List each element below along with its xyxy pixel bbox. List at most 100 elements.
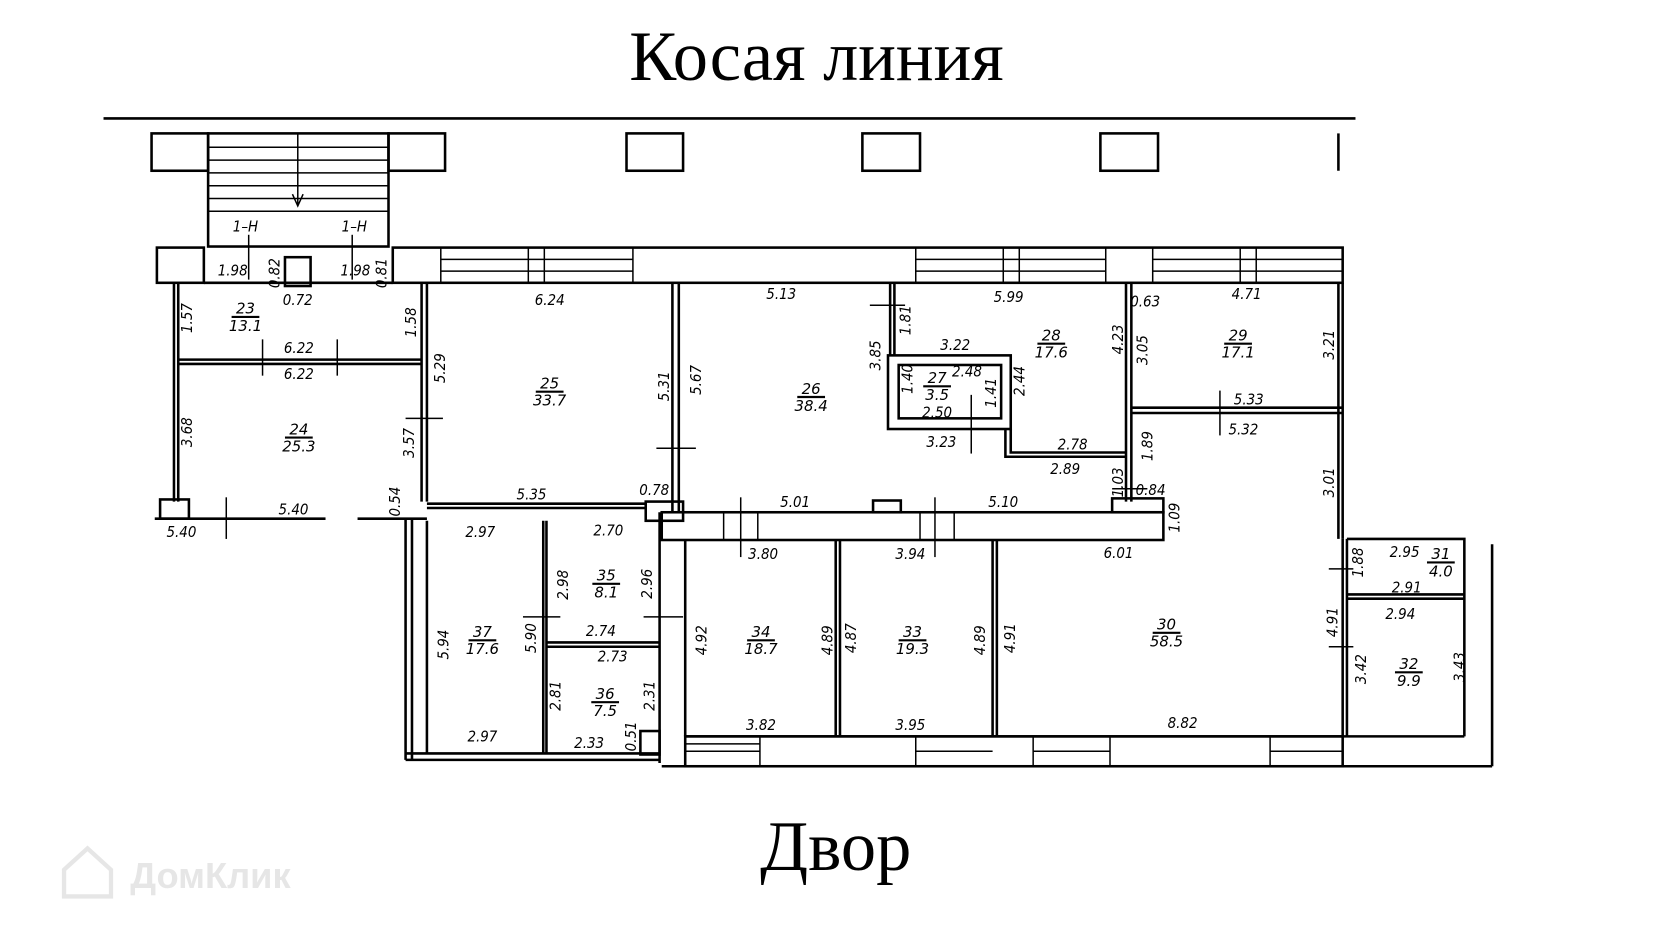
dimension-label: 2.98 xyxy=(554,570,572,600)
dimension-label: 3.82 xyxy=(746,716,776,734)
room-area: 8.1 xyxy=(594,584,618,602)
dimension-label: 5.40 xyxy=(279,500,309,518)
room-area: 19.3 xyxy=(896,640,929,658)
dimension-label: 2.95 xyxy=(1390,543,1420,561)
yard-title: Двор xyxy=(760,808,911,886)
dimension-label: 6.24 xyxy=(535,291,565,309)
dimension-label: 5.31 xyxy=(655,371,673,401)
room-area: 9.9 xyxy=(1397,672,1421,690)
dimension-label: 2.81 xyxy=(546,681,564,711)
room-number: 23 xyxy=(236,300,255,318)
dimension-label: 1.58 xyxy=(402,307,420,337)
dimension-label: 2.70 xyxy=(593,522,623,540)
room-area: 58.5 xyxy=(1150,633,1183,651)
watermark-text: ДомКлик xyxy=(130,855,291,896)
dimension-label: 3.43 xyxy=(1450,652,1468,682)
dimension-label: 5.33 xyxy=(1234,390,1264,408)
room-area: 3.5 xyxy=(925,386,949,404)
dimension-label: 3.01 xyxy=(1320,467,1338,497)
room-area: 25.3 xyxy=(282,437,315,455)
room-area: 7.5 xyxy=(593,702,617,720)
dimension-label: 5.99 xyxy=(994,288,1024,306)
room-area: 38.4 xyxy=(795,397,828,415)
room-number: 33 xyxy=(903,623,922,641)
dimension-label: 2.97 xyxy=(465,523,495,541)
dimension-label: 5.10 xyxy=(988,493,1018,511)
dimension-label: 4.91 xyxy=(1323,607,1341,637)
dimension-label: 1.57 xyxy=(178,303,196,333)
dimension-label: 3.42 xyxy=(1352,654,1370,684)
dimension-label: 4.89 xyxy=(971,625,989,655)
dimension-label: 2.89 xyxy=(1050,460,1080,478)
room-area: 17.1 xyxy=(1221,344,1254,362)
dimension-label: 2.97 xyxy=(467,728,497,746)
dimension-label: 5.29 xyxy=(431,353,449,383)
room-label-36: 367.5 xyxy=(591,685,620,720)
dimension-label: 2.50 xyxy=(922,403,952,421)
room-number: 28 xyxy=(1042,326,1061,344)
room-label-35: 358.1 xyxy=(592,567,621,602)
dimension-label: 3.23 xyxy=(926,433,956,451)
dimension-label: 3.05 xyxy=(1133,335,1151,365)
dimension-label: 1.41 xyxy=(982,378,1000,408)
dimension-label: 0.51 xyxy=(622,721,640,751)
room-area: 18.7 xyxy=(744,640,778,658)
walls xyxy=(103,117,1494,768)
room-number: 34 xyxy=(751,623,770,641)
dimension-label: 1.98 xyxy=(218,261,248,279)
dimension-label: 8.82 xyxy=(1168,714,1198,732)
room-number: 31 xyxy=(1431,545,1450,563)
dimension-label: 2.74 xyxy=(586,622,616,640)
watermark-logo: ДомКлик xyxy=(61,845,291,899)
room-number: 35 xyxy=(597,567,616,585)
dimension-label: 5.94 xyxy=(434,630,452,660)
dimension-label: 1.88 xyxy=(1349,547,1367,577)
dimension-label: 5.40 xyxy=(166,523,196,541)
room-area: 13.1 xyxy=(229,317,262,335)
dimension-label: 0.82 xyxy=(266,258,284,288)
room-number: 37 xyxy=(473,623,493,641)
dimension-label: 2.44 xyxy=(1011,366,1029,396)
dimension-label: 6.22 xyxy=(284,365,314,383)
dimension-label: 1.81 xyxy=(896,305,914,335)
dimension-label: 3.22 xyxy=(940,336,970,354)
room-area: 33.7 xyxy=(533,392,567,410)
dimension-label: 5.01 xyxy=(780,493,810,511)
dimension-label: 4.91 xyxy=(1001,623,1019,653)
dimension-label: 2.91 xyxy=(1392,578,1422,596)
dimension-label: 4.89 xyxy=(818,625,836,655)
room-number: 29 xyxy=(1229,326,1248,344)
room-number: 24 xyxy=(289,420,308,438)
dimension-label: 6.22 xyxy=(284,339,314,357)
dimension-label: 3.95 xyxy=(895,716,925,734)
dimension-label: 1.09 xyxy=(1165,503,1183,533)
dimension-label: 3.57 xyxy=(400,427,418,457)
dimension-label: 3.21 xyxy=(1320,330,1338,360)
entrance-label: 1–Н xyxy=(342,218,367,236)
room-number: 25 xyxy=(540,374,559,392)
dimension-label: 5.67 xyxy=(687,365,705,395)
room-number: 30 xyxy=(1157,616,1176,634)
dimension-label: 2.48 xyxy=(952,363,982,381)
dimension-label: 0.81 xyxy=(372,258,390,288)
dimension-label: 0.78 xyxy=(639,481,669,499)
dimension-label: 0.84 xyxy=(1136,481,1166,499)
dimension-label: 0.72 xyxy=(283,291,313,309)
room-label-32: 329.9 xyxy=(1394,655,1423,690)
room-label-27: 273.5 xyxy=(923,369,951,404)
room-number: 27 xyxy=(928,369,948,387)
dimension-label: 5.35 xyxy=(517,485,547,503)
room-area: 17.6 xyxy=(466,640,499,658)
dimension-label: 3.85 xyxy=(867,340,885,370)
dimension-label: 4.92 xyxy=(693,625,711,655)
room-area: 17.6 xyxy=(1035,344,1068,362)
